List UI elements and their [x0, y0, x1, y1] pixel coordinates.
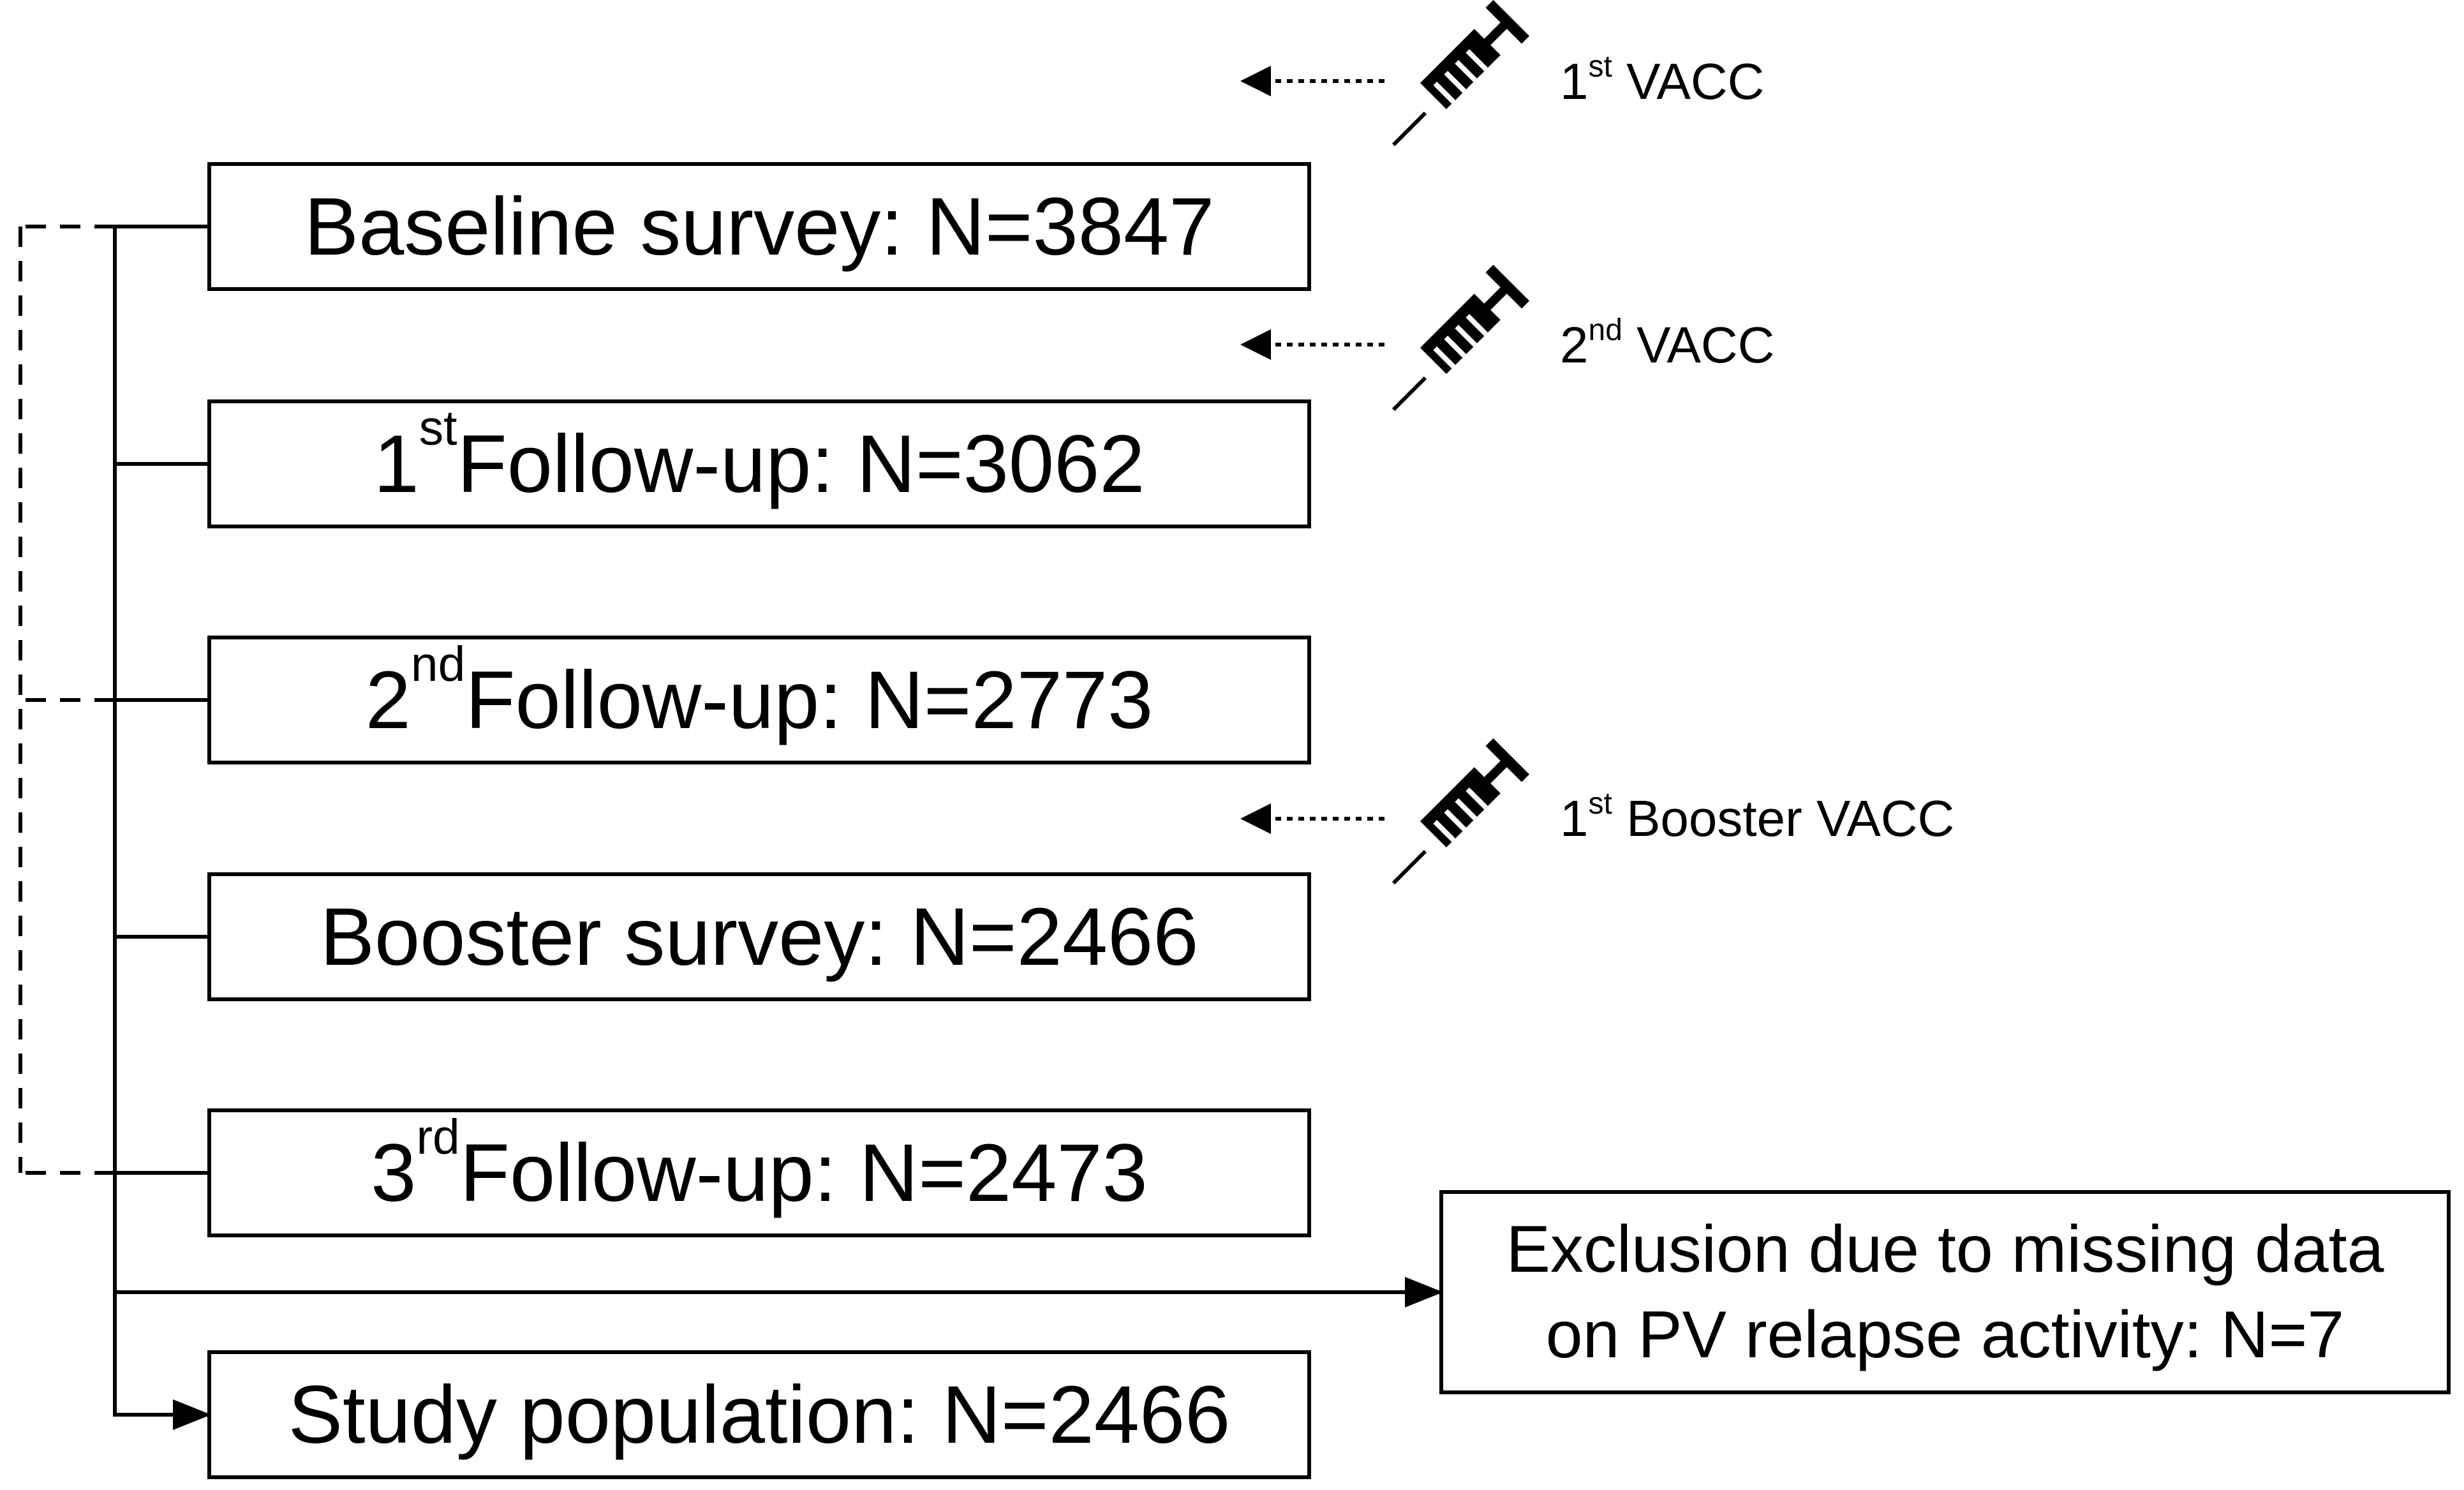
booster-survey-box: Booster survey: N=2466	[207, 872, 1311, 1001]
vacc-label-booster: 1st Booster VACC	[1560, 787, 1955, 848]
vacc-ordinal: st	[1588, 50, 1612, 84]
baseline-survey-box: Baseline survey: N=3847	[207, 162, 1311, 291]
vacc-prefix: 1	[1560, 53, 1589, 110]
exclusion-line-2: on PV relapse activity: N=7	[1545, 1298, 2345, 1372]
box-prefix: 2	[365, 654, 411, 746]
vacc-ordinal: nd	[1588, 313, 1622, 348]
syringe-icon	[1393, 265, 1529, 410]
vacc-prefix: 2	[1560, 317, 1589, 373]
study-population-box: Study population: N=2466	[207, 1350, 1311, 1479]
box-ordinal: nd	[410, 637, 466, 692]
vacc-label-1: 1st VACC	[1560, 50, 1765, 111]
box-ordinal: rd	[416, 1110, 460, 1165]
vacc-prefix: 1	[1560, 790, 1589, 847]
box-label: Follow-up: N=2473	[459, 1127, 1148, 1219]
vacc-text: Booster VACC	[1612, 790, 1955, 847]
syringe-icon	[1393, 0, 1529, 145]
box-ordinal: st	[419, 401, 457, 456]
vacc-text: VACC	[1622, 317, 1775, 373]
vacc-label-2: 2nd VACC	[1560, 313, 1775, 375]
box-label: Study population: N=2466	[288, 1369, 1231, 1461]
vacc-ordinal: st	[1588, 787, 1612, 821]
box-label: Booster survey: N=2466	[320, 891, 1199, 983]
exclusion-line-1: Exclusion due to missing data	[1506, 1212, 2384, 1286]
box-label: Follow-up: N=3062	[457, 418, 1145, 510]
exclusion-box: Exclusion due to missing data on PV rela…	[1439, 1190, 2451, 1394]
box-prefix: 3	[371, 1127, 417, 1219]
box-label: Follow-up: N=2773	[465, 654, 1154, 746]
vacc-text: VACC	[1612, 53, 1765, 110]
box-label: Baseline survey: N=3847	[304, 181, 1215, 272]
syringe-icon	[1393, 738, 1529, 883]
dashed-bracket	[19, 225, 115, 1175]
box-prefix: 1	[373, 418, 419, 510]
